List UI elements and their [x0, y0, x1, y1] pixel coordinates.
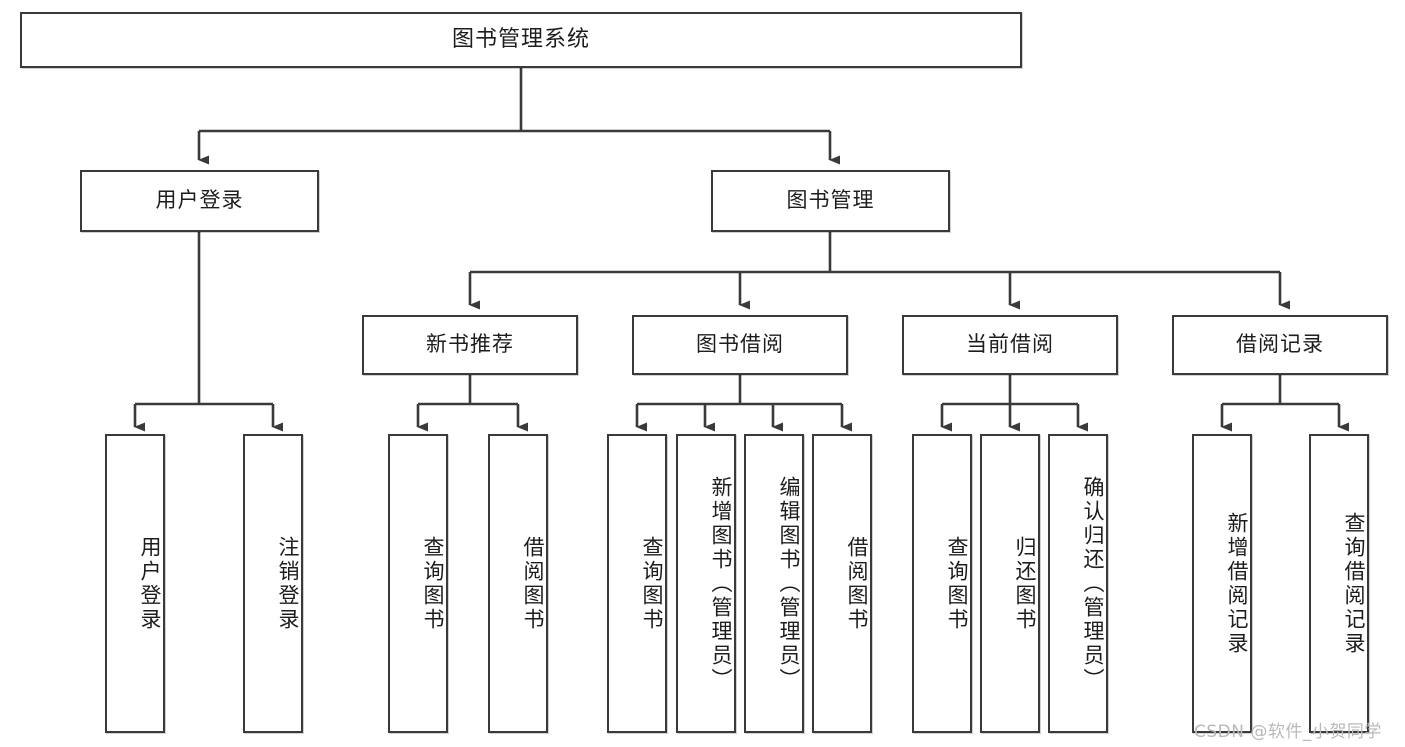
- leaf-user-login[interactable]: 用户登录: [105, 434, 165, 733]
- node-user-login[interactable]: 用户登录: [80, 170, 319, 232]
- node-root-system[interactable]: 图书管理系统: [20, 12, 1022, 68]
- node-label: 图书管理系统: [451, 26, 590, 52]
- node-borrow-record[interactable]: 借阅记录: [1172, 315, 1388, 375]
- node-label: 借阅图书: [845, 535, 869, 632]
- node-label: 新书推荐: [426, 332, 514, 357]
- node-new-book-recommend[interactable]: 新书推荐: [362, 315, 578, 375]
- node-label: 新增图书（管理员）: [709, 475, 733, 692]
- node-label: 编辑图书（管理员）: [777, 475, 801, 692]
- node-label: 查询图书: [421, 535, 445, 632]
- leaf-query-book-2[interactable]: 查询图书: [607, 434, 667, 733]
- node-label: 用户登录: [155, 188, 244, 213]
- leaf-confirm-return[interactable]: 确认归还（管理员）: [1048, 434, 1108, 733]
- node-book-manage[interactable]: 图书管理: [711, 170, 950, 232]
- node-label: 查询图书: [945, 535, 969, 632]
- node-label: 用户登录: [138, 535, 162, 632]
- node-label: 查询图书: [640, 535, 664, 632]
- node-label: 图书管理: [786, 188, 875, 213]
- leaf-return-book[interactable]: 归还图书: [980, 434, 1040, 733]
- node-label: 借阅记录: [1236, 332, 1324, 357]
- node-label: 当前借阅: [966, 332, 1054, 357]
- leaf-logout-login[interactable]: 注销登录: [243, 434, 303, 733]
- leaf-query-book-3[interactable]: 查询图书: [912, 434, 972, 733]
- leaf-add-book[interactable]: 新增图书（管理员）: [676, 434, 736, 733]
- node-label: 确认归还（管理员）: [1081, 475, 1105, 692]
- leaf-query-record[interactable]: 查询借阅记录: [1309, 434, 1369, 733]
- csdn-watermark: CSDN @软件_小贺同学: [1194, 722, 1382, 742]
- node-label: 借阅图书: [521, 535, 545, 632]
- node-label: 归还图书: [1013, 535, 1037, 632]
- node-current-borrow[interactable]: 当前借阅: [902, 315, 1118, 375]
- leaf-borrow-book-1[interactable]: 借阅图书: [488, 434, 548, 733]
- node-label: 图书借阅: [696, 332, 784, 357]
- node-label: 注销登录: [276, 535, 300, 632]
- leaf-add-record[interactable]: 新增借阅记录: [1192, 434, 1252, 733]
- node-label: 查询借阅记录: [1342, 511, 1366, 656]
- leaf-query-book-1[interactable]: 查询图书: [388, 434, 448, 733]
- leaf-borrow-book-2[interactable]: 借阅图书: [812, 434, 872, 733]
- leaf-edit-book[interactable]: 编辑图书（管理员）: [744, 434, 804, 733]
- node-label: 新增借阅记录: [1225, 511, 1249, 656]
- node-book-borrow[interactable]: 图书借阅: [632, 315, 848, 375]
